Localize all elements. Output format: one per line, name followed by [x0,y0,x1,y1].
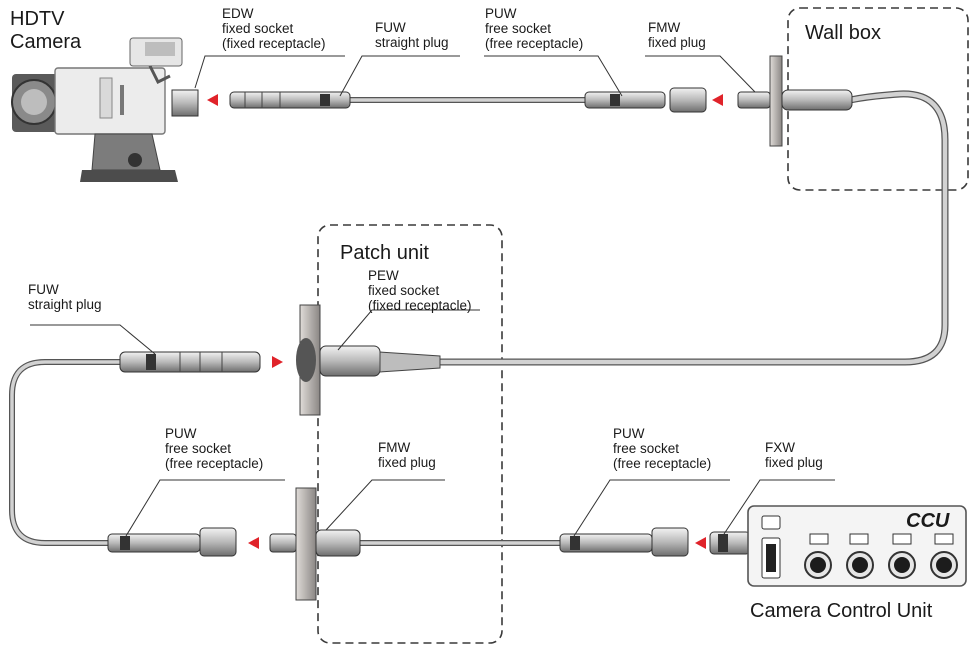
connector-fxw [709,531,751,555]
connector-puw-bottom-right [559,527,689,557]
puw-top-label: PUW free socket (free receptacle) [485,6,583,51]
puw-bottom-right-label: PUW free socket (free receptacle) [613,426,711,471]
leader-lines [30,55,835,537]
fuw-top-label: FUW straight plug [375,20,449,50]
ccu-badge: CCU [906,510,950,532]
edw-type: fixed socket [222,21,294,36]
fmw-bottom-type: fixed plug [378,455,436,470]
cables [9,90,949,546]
connector-fuw-left [119,351,261,373]
mating-arrows [207,94,723,549]
puw-top-name: PUW [485,6,517,21]
puw-bottom-left-label: PUW free socket (free receptacle) [165,426,263,471]
connector-fmw-top-wallbox [737,55,853,147]
fmw-top-name: FMW [648,20,681,35]
pew-type: fixed socket [368,283,440,298]
fuw-top-type: straight plug [375,35,449,50]
arrow-icon [272,356,283,368]
patch-unit-outline [317,224,503,644]
puw-bottom-left-type: free socket [165,441,232,456]
arrow-icon [695,537,706,549]
puw-bottom-right-alt: (free receptacle) [613,456,712,471]
arrow-icon [207,94,218,106]
pew-name: PEW [368,268,399,283]
connector-puw-top [584,87,707,113]
arrow-icon [248,537,259,549]
puw-bottom-left-name: PUW [165,426,197,441]
edw-alt: (fixed receptacle) [222,36,326,51]
pew-label: PEW fixed socket (fixed receptacle) [368,268,472,313]
pew-alt: (fixed receptacle) [368,298,472,313]
connector-pew-patch [296,304,441,416]
puw-top-type: free socket [485,21,552,36]
puw-bottom-right-type: free socket [613,441,680,456]
connector-fuw-top [229,91,351,109]
puw-bottom-left-alt: (free receptacle) [165,456,264,471]
fuw-left-name: FUW [28,282,59,297]
wall-box-label: Wall box [805,22,881,44]
camera-title-line2: Camera [10,31,82,53]
ccu-box [747,505,967,587]
fuw-top-name: FUW [375,20,406,35]
connector-fmw-patch-bottom [269,487,361,601]
fmw-top-type: fixed plug [648,35,706,50]
ccu-caption: Camera Control Unit [750,600,933,622]
hdtv-camera [11,37,199,182]
patch-unit-label: Patch unit [340,242,429,264]
camera-title-line1: HDTV [10,8,65,30]
fuw-left-label: FUW straight plug [28,282,102,312]
puw-top-alt: (free receptacle) [485,36,584,51]
fxw-type: fixed plug [765,455,823,470]
fmw-top-label: FMW fixed plug [648,20,706,50]
edw-name: EDW [222,6,254,21]
puw-bottom-right-name: PUW [613,426,645,441]
arrow-icon [712,94,723,106]
fuw-left-type: straight plug [28,297,102,312]
fmw-bottom-label: FMW fixed plug [378,440,436,470]
connector-puw-bottom-left [107,527,237,557]
fxw-name: FXW [765,440,795,455]
fxw-label: FXW fixed plug [765,440,823,470]
edw-label: EDW fixed socket (fixed receptacle) [222,6,326,51]
camera-title: HDTV Camera [10,8,81,54]
fmw-bottom-name: FMW [378,440,411,455]
